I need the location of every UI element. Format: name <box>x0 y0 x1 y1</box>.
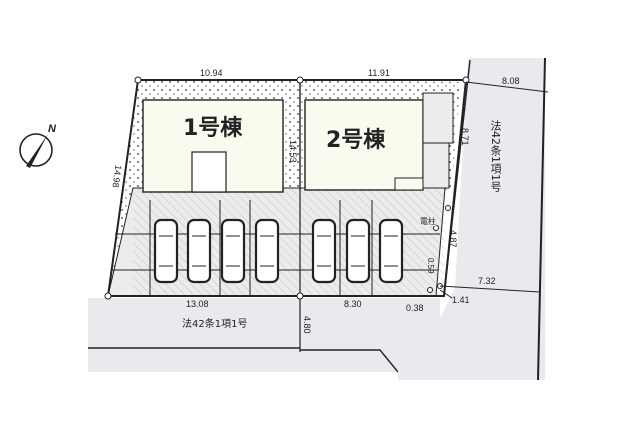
dim-top-east: 8.08 <box>502 76 520 86</box>
south-road-label: 法42条1項1号 <box>182 319 248 330</box>
north-label: N <box>48 123 56 135</box>
dim-top-right: 11.91 <box>368 68 390 78</box>
building-1-label: 1号棟 <box>183 116 243 141</box>
parked-cars <box>153 218 404 284</box>
utility-pole-label: 電柱 <box>420 217 436 226</box>
east-road-label: 法42条1項1号 <box>489 120 502 192</box>
dim-east-small: 0.59 <box>426 258 435 274</box>
dim-corner-b: 0.38 <box>406 303 424 313</box>
dim-top-left: 10.94 <box>200 68 223 78</box>
dim-middle: 14.53 <box>288 140 298 163</box>
dim-left-side: 14.98 <box>110 164 124 189</box>
dim-bottom-right: 8.30 <box>344 299 362 309</box>
east-road <box>398 58 545 380</box>
building-2-label: 2号棟 <box>326 128 386 153</box>
dim-east-upper: 8.71 <box>460 128 470 146</box>
dim-east-road-bottom: 7.32 <box>478 276 496 286</box>
building-2 <box>304 99 424 191</box>
dim-east-lower: 4.87 <box>448 230 458 248</box>
north-compass-icon <box>19 133 53 168</box>
dim-bottom-left: 13.08 <box>186 299 209 309</box>
lot-boundary <box>107 79 468 297</box>
dim-road-width: 4.80 <box>302 316 312 334</box>
south-road <box>88 298 440 372</box>
dim-corner-a: 1.41 <box>452 295 470 305</box>
